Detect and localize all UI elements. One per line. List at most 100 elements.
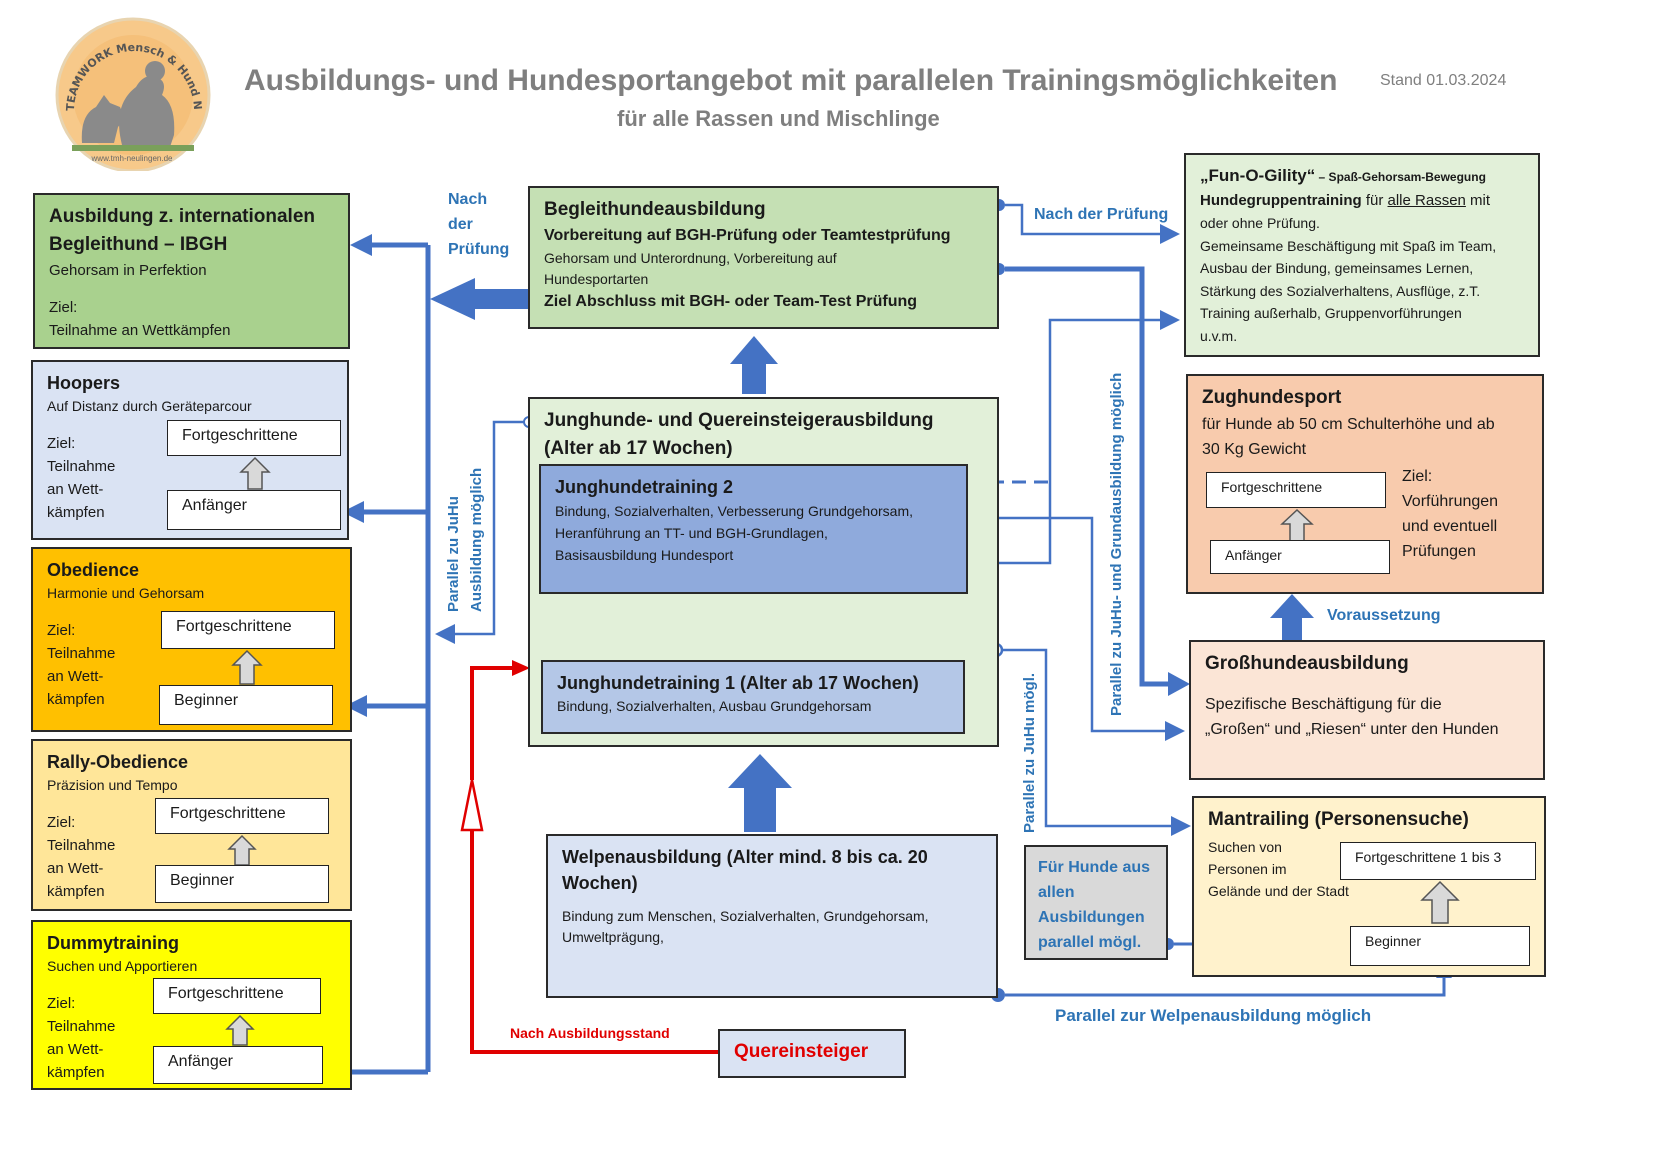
dummy-level-advanced: Fortgeschrittene <box>153 978 321 1014</box>
label-parallel-juhu-left-1: Parallel zu JuHu <box>445 496 462 612</box>
dummytraining-box: Dummytraining Suchen und Apportieren Zie… <box>31 920 352 1090</box>
obedience-level-beginner: Beginner <box>159 685 333 725</box>
label-nach-der-pruefung-left: Nach der Prüfung <box>448 191 510 258</box>
jt2-line-3: Basisausbildung Hundesport <box>555 547 734 563</box>
quereinsteiger-label: Quereinsteiger <box>734 1041 869 1062</box>
obedience-title: Obedience <box>47 560 140 580</box>
parallel-box-line: allen <box>1038 884 1075 901</box>
up-arrow-icon <box>1280 508 1314 542</box>
ibgh-subtitle: Gehorsam in Perfektion <box>49 262 207 279</box>
up-arrow-icon <box>239 456 271 490</box>
zug-level-beginner: Anfänger <box>1210 540 1390 574</box>
parallel-box-line: parallel mögl. <box>1038 934 1142 951</box>
club-logo: TEAMWORK Mensch & Hund Neulingen e.V. ww… <box>48 5 214 173</box>
hoopers-box: Hoopers Auf Distanz durch Geräteparcour … <box>31 360 349 540</box>
obedience-box: Obedience Harmonie und Gehorsam Ziel:Tei… <box>31 547 352 732</box>
obedience-subtitle: Harmonie und Gehorsam <box>47 585 205 601</box>
fog-line: Training außerhalb, Gruppenvorführungen <box>1200 305 1462 321</box>
junghundetraining-1-box: Junghundetraining 1 (Alter ab 17 Wochen)… <box>541 660 965 734</box>
date-stamp: Stand 01.03.2024 <box>1380 72 1507 89</box>
fog-line: oder ohne Prüfung. <box>1200 215 1320 231</box>
zug-level-advanced: Fortgeschrittene <box>1206 472 1386 508</box>
bgh-line-4: Ziel Abschluss mit BGH- oder Team-Test P… <box>544 293 918 310</box>
zug-title: Zughundesport <box>1202 387 1342 408</box>
hoopers-subtitle: Auf Distanz durch Geräteparcour <box>47 398 252 414</box>
gross-line-2: „Großen“ und „Riesen“ unter den Hunden <box>1205 721 1499 738</box>
rally-subtitle: Präzision und Tempo <box>47 777 178 793</box>
bgh-line-3: Hundesportarten <box>544 271 649 287</box>
ibgh-title-2: Begleithund – IBGH <box>49 234 228 255</box>
label-parallel-juhu-mid: Parallel zu JuHu mögl. <box>1021 672 1038 833</box>
ibgh-goal: Teilnahme an Wettkämpfen <box>49 322 231 339</box>
fog-line1-under: alle Rassen <box>1387 192 1466 209</box>
parallel-box: Für Hunde aus allen Ausbildungen paralle… <box>1024 845 1168 960</box>
fog-line1-bold: Hundegruppentraining <box>1200 192 1362 209</box>
logo-url: www.tmh-neulingen.de <box>91 154 173 163</box>
bgh-title: Begleithundeausbildung <box>544 199 766 220</box>
parallel-box-line: Ausbildungen <box>1038 909 1145 926</box>
label-parallel-welpen: Parallel zur Welpenausbildung möglich <box>1055 1006 1372 1025</box>
hoopers-level-advanced: Fortgeschrittene <box>167 420 341 456</box>
junghunde-title-1: Junghunde- und Quereinsteigerausbildung <box>544 410 934 431</box>
junghunde-title-2: (Alter ab 17 Wochen) <box>544 438 733 459</box>
ibgh-box: Ausbildung z. internationalen Begleithun… <box>33 193 350 349</box>
zughundesport-box: Zughundesport für Hunde ab 50 cm Schulte… <box>1186 374 1544 594</box>
jt2-line-2: Heranführung an TT- und BGH-Grundlagen, <box>555 525 828 541</box>
fog-line: Stärkung des Sozialverhaltens, Ausflüge,… <box>1200 282 1481 299</box>
fog-line1-mid: für <box>1361 192 1388 209</box>
label-nach-der-pruefung-right: Nach der Prüfung <box>1034 206 1169 223</box>
mantrailing-level-beginner: Beginner <box>1350 926 1530 966</box>
jt2-title: Junghundetraining 2 <box>555 477 733 497</box>
label-nach-ausbildungsstand: Nach Ausbildungsstand <box>510 1025 670 1041</box>
hoopers-title: Hoopers <box>47 373 121 393</box>
welpen-line-1: Bindung zum Menschen, Sozialverhalten, G… <box>562 908 929 924</box>
jt1-line-1: Bindung, Sozialverhalten, Ausbau Grundge… <box>557 698 872 714</box>
mantrailing-level-advanced: Fortgeschrittene 1 bis 3 <box>1340 842 1536 880</box>
welpen-box: Welpenausbildung (Alter mind. 8 bis ca. … <box>546 834 998 998</box>
up-arrow-icon <box>225 1014 255 1046</box>
junghundetraining-2-box: Junghundetraining 2 Bindung, Sozialverha… <box>539 464 968 594</box>
up-arrow-icon <box>1420 880 1460 924</box>
quereinsteiger-box: Quereinsteiger <box>718 1029 906 1078</box>
welpen-line-2: Umweltprägung, <box>562 929 664 945</box>
ibgh-goal-label: Ziel: <box>49 299 78 316</box>
jt1-title: Junghundetraining 1 (Alter ab 17 Wochen) <box>557 673 919 693</box>
zug-line-2: 30 Kg Gewicht <box>1202 441 1307 458</box>
ibgh-title-1: Ausbildung z. internationalen <box>49 206 315 227</box>
jt2-line-1: Bindung, Sozialverhalten, Verbesserung G… <box>555 503 913 519</box>
parallel-box-line: Für Hunde aus <box>1038 859 1151 876</box>
rally-level-advanced: Fortgeschrittene <box>155 798 329 834</box>
bgh-line-1: Vorbereitung auf BGH-Prüfung oder Teamte… <box>544 227 951 244</box>
fog-line: Ausbau der Bindung, gemeinsames Lernen, <box>1200 260 1474 276</box>
gross-line-1: Spezifische Beschäftigung für die <box>1205 696 1442 713</box>
fun-o-gility-box: „Fun-O-Gility“ – Spaß-Gehorsam-Bewegung … <box>1184 153 1540 357</box>
label-parallel-juhu-grund: Parallel zu JuHu- und Grundausbildung mö… <box>1108 372 1125 716</box>
bgh-line-2: Gehorsam und Unterordnung, Vorbereitung … <box>544 250 837 266</box>
grosshunde-box: Großhundeausbildung Spezifische Beschäft… <box>1189 640 1545 780</box>
rally-obedience-box: Rally-Obedience Präzision und Tempo Ziel… <box>31 739 352 911</box>
label-parallel-juhu-left-2: Ausbildung möglich <box>468 467 485 612</box>
up-arrow-icon <box>227 834 257 866</box>
up-arrow-icon <box>231 649 263 685</box>
page-title: Ausbildungs- und Hundesportangebot mit p… <box>244 64 1338 97</box>
dummy-title: Dummytraining <box>47 933 180 953</box>
fog-line: Gemeinsame Beschäftigung mit Spaß im Tea… <box>1200 237 1497 254</box>
hoopers-level-beginner: Anfänger <box>167 490 341 530</box>
fog-line1-end: mit <box>1465 192 1491 209</box>
fog-line: u.v.m. <box>1200 327 1238 344</box>
welpen-title-2: Wochen) <box>562 873 638 893</box>
mantrailing-title: Mantrailing (Personensuche) <box>1208 809 1469 830</box>
bgh-box: Begleithundeausbildung Vorbereitung auf … <box>528 186 999 329</box>
rally-level-beginner: Beginner <box>155 865 329 903</box>
obedience-level-advanced: Fortgeschrittene <box>161 611 335 649</box>
gross-title: Großhundeausbildung <box>1205 653 1409 674</box>
rally-title: Rally-Obedience <box>47 752 189 772</box>
page-subtitle: für alle Rassen und Mischlinge <box>617 106 940 131</box>
zug-line-1: für Hunde ab 50 cm Schulterhöhe und ab <box>1202 416 1495 433</box>
label-voraussetzung: Voraussetzung <box>1327 607 1441 624</box>
